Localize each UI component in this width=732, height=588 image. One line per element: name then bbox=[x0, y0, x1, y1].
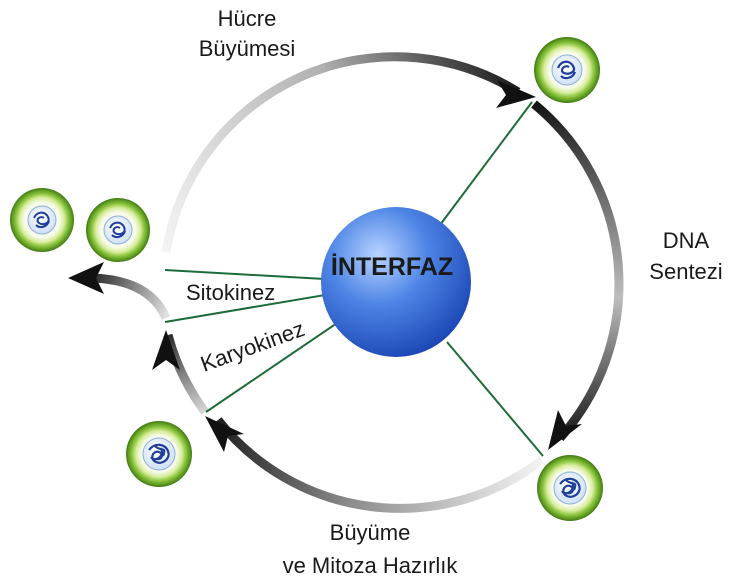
dna-label-line-2: Sentezi bbox=[649, 259, 722, 284]
arrow-growth-1 bbox=[161, 52, 521, 253]
divider-line bbox=[439, 101, 533, 226]
cell-icon bbox=[126, 421, 192, 487]
arrow-icon bbox=[205, 416, 244, 452]
arrow-icon bbox=[152, 330, 180, 370]
divider-line bbox=[446, 341, 544, 457]
karyokinesis-label: Karyokinez bbox=[197, 316, 308, 377]
arrow-dna-synthesis bbox=[531, 100, 624, 441]
growth-1-label-line-1: Hücre bbox=[218, 6, 277, 31]
arrow-cytokinesis bbox=[91, 273, 171, 320]
growth-1-label-line-2: Büyümesi bbox=[199, 36, 296, 61]
cycle-ring bbox=[91, 52, 624, 513]
cell-icon bbox=[86, 198, 150, 262]
cell-icon bbox=[537, 455, 603, 521]
arrow-icon bbox=[496, 80, 536, 108]
arrow-growth-2 bbox=[214, 417, 545, 513]
growth-2-label-line-1: Büyüme bbox=[330, 520, 411, 545]
arrow-karyokinesis bbox=[163, 333, 209, 415]
cytokinesis-label: Sitokinez bbox=[186, 280, 275, 305]
interphase-sphere bbox=[321, 207, 471, 357]
arrow-icon bbox=[68, 262, 104, 294]
arrow-icon bbox=[548, 410, 582, 450]
growth-2-label-line-2: ve Mitoza Hazırlık bbox=[283, 553, 459, 578]
dna-label-line-1: DNA bbox=[663, 228, 710, 253]
cell-icon bbox=[10, 188, 74, 252]
arrow-heads bbox=[68, 80, 582, 452]
center-label: İNTERFAZ bbox=[331, 253, 453, 281]
cell-icon bbox=[534, 37, 600, 103]
